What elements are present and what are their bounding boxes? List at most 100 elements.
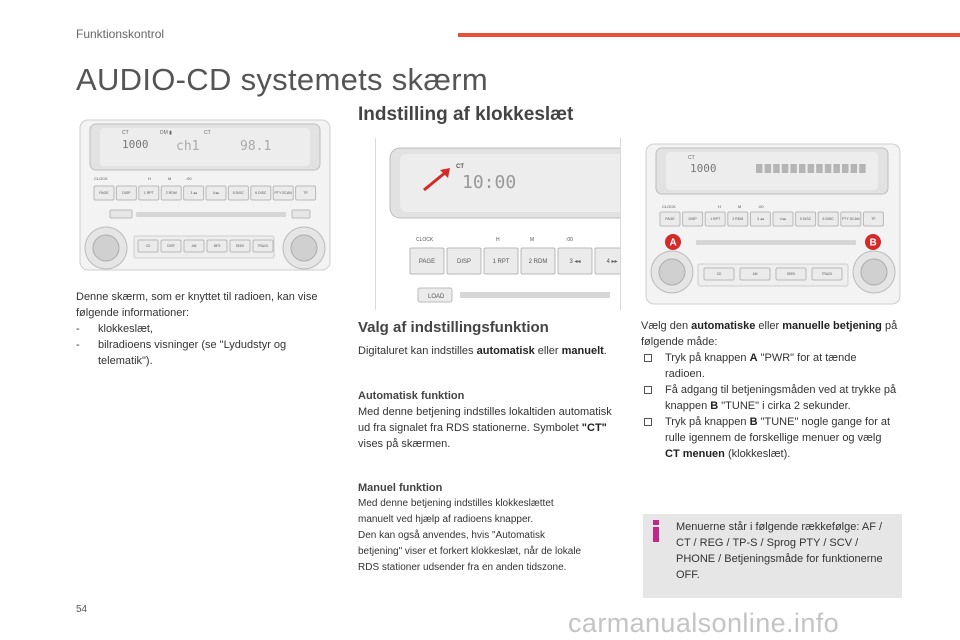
- radio-button-label: 3 ◂◂: [190, 191, 197, 195]
- radio-button: [811, 267, 843, 281]
- radio-button-label: SEEK: [787, 272, 796, 276]
- radio-button: [557, 247, 593, 275]
- radio-button: [137, 239, 159, 253]
- radio-button-label: AM: [192, 244, 197, 248]
- step-item: Få adgang til betjeningsmåden ved at try…: [641, 382, 899, 414]
- manual-line: Med denne betjening indstilles klokkeslæ…: [358, 498, 554, 509]
- section-label: Funktionskontrol: [76, 27, 165, 41]
- radio-button: [183, 239, 205, 253]
- radio-button-label: PAGE: [665, 217, 675, 221]
- intro-paragraph: Denne skærm, som er knyttet til radioen,…: [76, 291, 318, 319]
- radio-button: [250, 185, 272, 201]
- digital-clock-paragraph: Digitaluret kan indstilles automatisk el…: [358, 343, 608, 359]
- radio-button: [295, 185, 317, 201]
- radio-button-label: 2 RDM: [166, 191, 177, 195]
- display-ct-label: CT: [122, 130, 129, 136]
- radio-button: [183, 185, 205, 201]
- radio-button-label: 1 RPT: [710, 217, 721, 221]
- step-text: Tryk på knappen: [665, 416, 750, 428]
- manual-section: Manuel funktion Med denne betjening inds…: [358, 480, 620, 576]
- page-title: AUDIO-CD systemets skærm: [76, 62, 488, 97]
- display-segment: [756, 164, 763, 173]
- radio-button-label: DISP: [457, 259, 471, 265]
- display-segment: [773, 164, 780, 173]
- digital-text: Digitaluret kan indstilles: [358, 345, 477, 357]
- info-icon: [653, 520, 659, 542]
- display-channel: ch1: [176, 139, 199, 154]
- radio-button: [775, 267, 807, 281]
- hour-label: H: [148, 176, 151, 181]
- instructions-intro: Vælg den automatiske eller manuelle betj…: [641, 318, 899, 350]
- radio-button-label: 6 DISC: [823, 217, 835, 221]
- eject-small-button: [109, 209, 133, 219]
- step-key: A: [749, 352, 758, 364]
- radio-button: [704, 211, 726, 227]
- right-time-display: 1000: [690, 162, 717, 175]
- intro-text: eller: [755, 320, 783, 332]
- radio-button: [229, 239, 251, 253]
- marker-b-icon: [865, 234, 881, 250]
- intro-text: Vælg den: [641, 320, 692, 332]
- marker-b-label: B: [870, 238, 877, 249]
- radio-button: [703, 267, 735, 281]
- step-item: Tryk på knappen B "TUNE" nogle gange for…: [641, 414, 899, 462]
- display-segment: [850, 164, 858, 173]
- ct-symbol: "CT": [581, 422, 607, 434]
- eject-icon: [291, 209, 311, 219]
- manual-line: manuelt ved hjælp af radioens knapper.: [358, 514, 534, 525]
- radio-button-label: DISP: [167, 244, 174, 248]
- right-minute-label: M: [738, 204, 741, 209]
- marker-a-label: A: [670, 238, 677, 249]
- step-text: "TUNE" i cirka 2 sekunder.: [718, 400, 851, 412]
- radio-button-label: 4 ▸▸: [780, 217, 787, 221]
- pointer-arrow-icon: [423, 170, 447, 192]
- marker-a-icon: [665, 234, 681, 250]
- auto-tail: vises på skærmen.: [358, 438, 451, 450]
- radio-button: [772, 211, 794, 227]
- minute-label: M: [168, 176, 171, 181]
- zoom-clock-label: CLOCK: [416, 237, 434, 243]
- radio-button-label: 1 RPT: [492, 259, 509, 265]
- radio-illustration-left: CT DM ▮ CT 1000 ch1 98.1 CLOCK H M :00 P…: [79, 119, 331, 271]
- intro-text-block: Denne skærm, som er knyttet til radioen,…: [76, 289, 331, 369]
- display-segment: [764, 164, 772, 173]
- display-ct-label-2: CT: [204, 130, 211, 136]
- right-clock-label: CLOCK: [662, 204, 676, 209]
- display-segment: [799, 164, 806, 173]
- cd-slot: [696, 240, 856, 245]
- display-dm-label: DM ▮: [160, 130, 172, 136]
- radio-button-label: PTY SCAN: [274, 191, 292, 195]
- list-item: klokkeslæt,: [76, 321, 331, 337]
- radio-button-label: PAGE: [419, 259, 435, 265]
- radio-button: [227, 185, 249, 201]
- digital-text: .: [603, 345, 607, 357]
- display-time: 1000: [122, 138, 149, 151]
- load-button: [417, 287, 453, 303]
- display-segment: [833, 164, 840, 173]
- radio-button-label: DISP: [689, 217, 698, 221]
- manual-line: Den kan også anvendes, hvis "Automatisk: [358, 530, 545, 541]
- radio-button: [594, 247, 620, 275]
- display-segment: [781, 164, 789, 173]
- zoom-zero-label: :00: [566, 237, 573, 243]
- manual-line: RDS stationer udsender fra en anden tids…: [358, 562, 567, 573]
- intro-text: på følgende måde:: [641, 320, 898, 348]
- auto-section-body: Med denne betjening indstilles lokaltide…: [358, 404, 620, 452]
- radio-button: [682, 211, 704, 227]
- radio-button-label: CD: [717, 272, 722, 276]
- radio-button-label: AM: [753, 272, 758, 276]
- radio-button: [205, 185, 227, 201]
- radio-button: [862, 211, 884, 227]
- step-text: (klokkeslæt).: [724, 448, 791, 460]
- zoom-hour-label: H: [496, 237, 500, 243]
- radio-button: [160, 239, 182, 253]
- steps-list: Tryk på knappen A "PWR" for at tænde rad…: [641, 350, 899, 462]
- list-item: bilradioens visninger (se "Lydudstyr og …: [76, 337, 331, 369]
- intro-auto: automatiske: [691, 320, 756, 332]
- radio-button: [138, 185, 160, 201]
- radio-button-label: 5 DISC: [800, 217, 812, 221]
- info-note-text: Menuerne står i følgende rækkefølge: AF …: [676, 521, 883, 581]
